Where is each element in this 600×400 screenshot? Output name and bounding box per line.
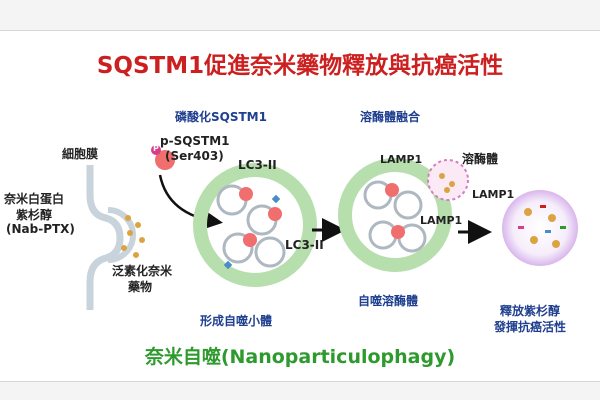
lamp1-label-c: LAMP1 (420, 214, 463, 227)
lc3-markers (223, 194, 281, 270)
endosome-vesicle (107, 207, 136, 263)
autolysosome-ring (338, 158, 452, 272)
lamp1-label-b: LAMP1 (472, 188, 515, 201)
lysosome-fusion-label: 溶酶體融合 (360, 110, 421, 124)
phospho-mark-label: P (153, 144, 159, 153)
released-drug-cloud (502, 190, 578, 266)
cell-membrane-shape (86, 165, 124, 310)
lc3-label-a: LC3-II (238, 158, 277, 172)
nanodrug-particles (121, 215, 145, 258)
lamp1-label-a: LAMP1 (380, 153, 423, 166)
released-drug-particles (518, 205, 566, 248)
autolysosome-label: 自噬溶酶體 (358, 294, 419, 308)
release-label-2: 發揮抗癌活性 (494, 320, 567, 334)
lysosome-shape (427, 159, 469, 201)
phospho-mark (151, 145, 161, 155)
figure-title: SQSTM1促進奈米藥物釋放與抗癌活性 (96, 53, 504, 79)
lysosome-label: 溶酶體 (462, 152, 499, 166)
nanoparticulophagy-footer: 奈米自噬(Nanoparticulophagy) (144, 346, 456, 368)
autophagosome-label: 形成自噬小體 (200, 314, 273, 328)
lc3-label-b: LC3-II (285, 238, 324, 252)
autophagosome-vesicles (216, 184, 286, 268)
nab-ptx-label-2: 紫杉醇 (16, 208, 53, 222)
autophagosome-cargo (239, 187, 282, 247)
cell-membrane-label: 細胞膜 (62, 147, 99, 161)
autolysosome-vesicles (363, 180, 427, 253)
ubiquitinated-drug-label-2: 藥物 (128, 280, 153, 294)
recruit-arrow (158, 174, 223, 230)
ser403-label: (Ser403) (165, 149, 224, 163)
nab-ptx-label-1: 奈米白蛋白 (4, 192, 65, 206)
autophagosome-ring (193, 163, 317, 287)
autolysosome-cargo (385, 183, 405, 239)
lysosome-contents (439, 173, 455, 193)
phosphorylation-label: 磷酸化SQSTM1 (175, 110, 267, 124)
ubiquitinated-drug-label-1: 泛素化奈米 (112, 264, 173, 278)
release-label-1: 釋放紫杉醇 (500, 304, 561, 318)
sqstm1-protein (155, 150, 175, 170)
p-sqstm1-label: p-SQSTM1 (160, 134, 230, 148)
nab-ptx-label-3: (Nab-PTX) (6, 222, 75, 236)
